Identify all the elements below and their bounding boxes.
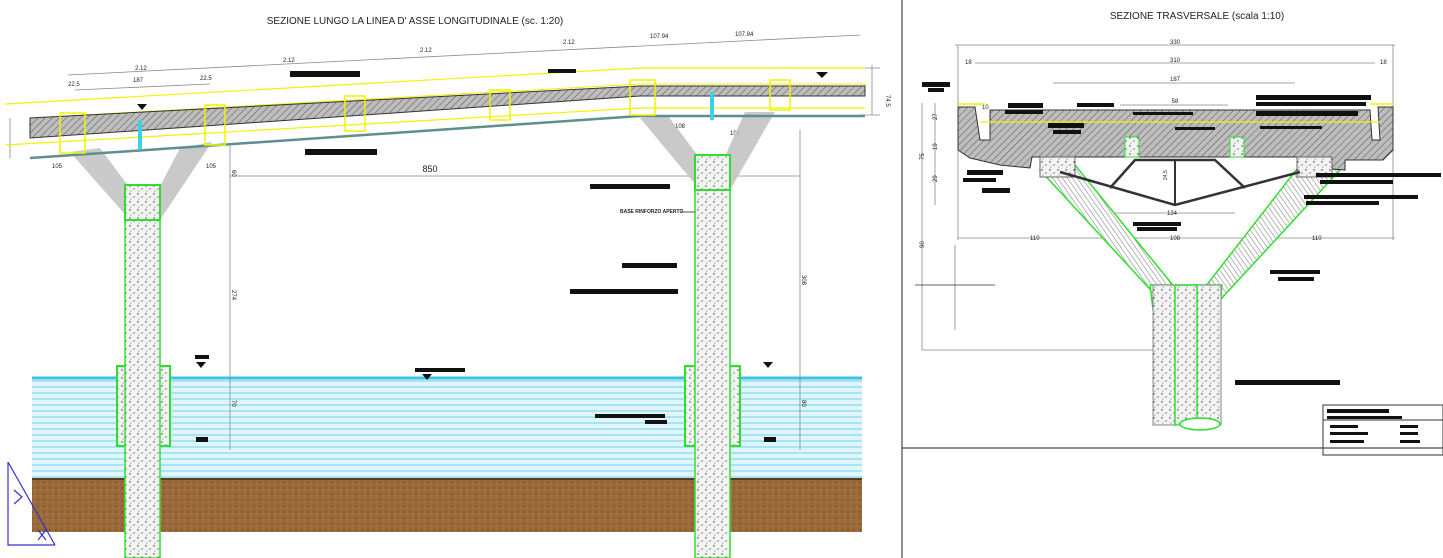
dimension-label: 10 [982, 105, 989, 111]
dimension-label: 330 [1170, 40, 1181, 46]
dimension-label: 108 [675, 124, 686, 130]
transversal-title: SEZIONE TRASVERSALE (scala 1:10) [1110, 11, 1284, 22]
dimension-label: 108 [1170, 236, 1181, 242]
pier-right [684, 154, 741, 558]
dimension-label: 70 [230, 400, 236, 407]
dimension-label: 58 [1172, 99, 1179, 105]
dimension-label: 107.94 [650, 34, 669, 40]
dimension-label: 22.5 [68, 82, 80, 88]
dimension-label: 2.12 [563, 40, 575, 46]
dimension-label: 110 [1312, 236, 1322, 242]
dimension-label: 27 [933, 113, 939, 120]
dimension-label: 2.12 [135, 66, 147, 72]
dimension-label: 24,5 [1163, 170, 1169, 180]
dimension-label: 187 [133, 78, 144, 84]
steel-joints [59, 79, 791, 154]
dimension-label: 18 [1380, 60, 1387, 66]
ucs-icon [7, 461, 56, 546]
dimension-label: 124 [1167, 211, 1178, 217]
dimension-label: 187 [1170, 77, 1181, 83]
dimension-label: 75 [920, 153, 926, 160]
pier-transversal [1152, 284, 1222, 431]
transversal-callouts [922, 82, 1441, 385]
longitudinal-title: SEZIONE LUNGO LA LINEA D' ASSE LONGITUDI… [267, 16, 563, 27]
deck-transversal [957, 103, 1394, 207]
deck-longitudinal [4, 67, 866, 160]
dimension-label: 105 [206, 164, 217, 170]
dimension-label: 105 [52, 164, 63, 170]
dimension-label: 2.12 [420, 48, 432, 54]
note-rinforzo: BASE RINFORZO APERTO [620, 209, 683, 215]
dimension-label: 274 [230, 290, 236, 301]
level-markers [137, 72, 828, 380]
transversal-dimension-labels: 330 310 187 58 18 18 10 27 19 75 29 90 1… [920, 40, 1387, 248]
dimension-label: 74.5 [884, 95, 890, 107]
dimension-label: 308 [800, 275, 806, 286]
dimension-label: 18 [965, 60, 972, 66]
title-block [1322, 404, 1443, 456]
dimension-label: 60 [230, 170, 236, 177]
dimension-label: 19 [933, 143, 939, 150]
dimension-label: 310 [1170, 58, 1181, 64]
dimension-label: 29 [933, 175, 939, 182]
callout-labels [195, 69, 776, 442]
dimension-label: 80 [800, 400, 806, 407]
pier-left [116, 184, 171, 558]
dimension-label: 90 [920, 241, 926, 248]
dimension-850: 850 [422, 164, 437, 174]
dimension-label: 2.12 [283, 58, 295, 64]
dimension-label: 107.94 [735, 32, 754, 38]
dimension-label: 110 [1030, 236, 1040, 242]
dimension-label: 22.5 [200, 76, 212, 82]
